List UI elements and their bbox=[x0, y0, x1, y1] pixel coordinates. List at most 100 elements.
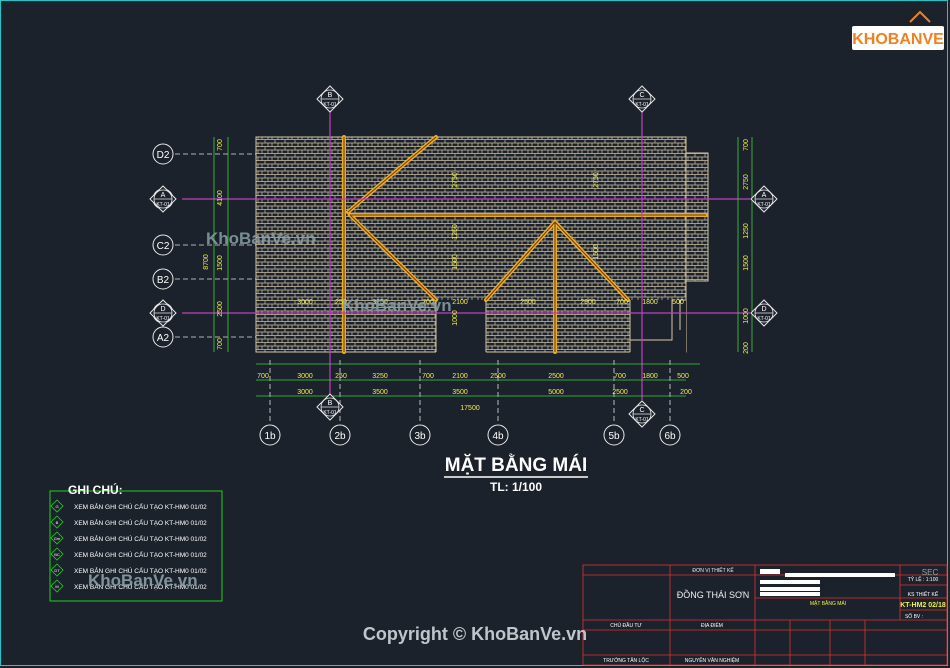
logo-text: KHOBANVE bbox=[852, 31, 944, 48]
svg-text:KT-01: KT-01 bbox=[323, 102, 337, 108]
dim-inner-9: 700 bbox=[422, 299, 434, 306]
dim-bottom-1-4: 700 bbox=[422, 373, 434, 380]
dim-bottom-2-2: 3500 bbox=[452, 389, 468, 396]
note-item: B XEM BẢN GHI CHÚ CẤU TẠO KT-HM0 01/02 bbox=[50, 515, 207, 529]
dim-inner-10: 2100 bbox=[452, 299, 468, 306]
svg-text:XEM BẢN GHI CHÚ CẤU TẠO KT-HM0: XEM BẢN GHI CHÚ CẤU TẠO KT-HM0 01/02 bbox=[74, 581, 207, 591]
tb-scale: TỶ LỆ : 1:100 bbox=[908, 575, 939, 583]
note-item: DT XEM BẢN GHI CHÚ CẤU TẠO KT-HM0 01/02 bbox=[50, 563, 207, 577]
dim-bottom-2-3: 5000 bbox=[548, 389, 564, 396]
dim-right-4: 1000 bbox=[743, 308, 750, 324]
tb-person-label: NGUYỄN VĂN NGHIỆM bbox=[685, 656, 739, 664]
svg-text:2b: 2b bbox=[334, 431, 346, 442]
grid-axes bbox=[182, 110, 750, 400]
dim-right-3: 1500 bbox=[743, 255, 750, 271]
copyright-watermark: Copyright © KhoBanVe.vn bbox=[363, 624, 587, 644]
dim-bottom-1-9: 1800 bbox=[642, 373, 658, 380]
section-tag-c-bottom: C KT-01 bbox=[628, 400, 656, 428]
dim-bottom-1-10: 500 bbox=[677, 373, 689, 380]
dim-left-5: 700 bbox=[217, 338, 224, 350]
section-tag-a-left: AKT-01 bbox=[149, 185, 177, 213]
dim-left-4: 2500 bbox=[217, 301, 224, 317]
svg-text:KT-01: KT-01 bbox=[635, 417, 649, 423]
drawing-title: MẶT BẰNG MÁI bbox=[445, 454, 587, 476]
dim-bottom-1-7: 2500 bbox=[548, 373, 564, 380]
roof-outline bbox=[255, 136, 709, 354]
axis-col-3b: 3b bbox=[409, 424, 431, 446]
dim-inner-3: 1500 bbox=[593, 244, 600, 260]
notes-box: GHI CHÚ: G XEM BẢN GHI CHÚ CẤU TẠO KT-HM0… bbox=[49, 482, 223, 602]
tb-logo-small: SEC bbox=[922, 568, 939, 577]
svg-text:D: D bbox=[761, 306, 766, 313]
dim-inner-5: 1000 bbox=[452, 310, 459, 326]
dim-bottom-1-6: 2500 bbox=[490, 373, 506, 380]
axis-col-6b: 6b bbox=[659, 424, 681, 446]
dim-right-1: 2750 bbox=[743, 174, 750, 190]
svg-text:3b: 3b bbox=[414, 431, 426, 442]
tb-ks: KS THIẾT KẾ bbox=[908, 591, 939, 598]
svg-text:XEM BẢN GHI CHÚ CẤU TẠO KT-HM0: XEM BẢN GHI CHÚ CẤU TẠO KT-HM0 01/02 bbox=[74, 533, 207, 543]
dim-left-1: 4100 bbox=[217, 190, 224, 206]
notes-title: GHI CHÚ: bbox=[68, 482, 123, 497]
svg-text:C: C bbox=[639, 92, 644, 99]
tb-designer-name: ĐỒNG THÁI SƠN bbox=[677, 589, 750, 600]
svg-text:C2: C2 bbox=[157, 241, 170, 252]
svg-text:B: B bbox=[56, 520, 59, 525]
drawing-scale: TL: 1/100 bbox=[490, 480, 542, 494]
svg-text:B: B bbox=[328, 400, 333, 407]
svg-text:XEM BẢN GHI CHÚ CẤU TẠO KT-HM0: XEM BẢN GHI CHÚ CẤU TẠO KT-HM0 01/02 bbox=[74, 501, 207, 511]
svg-text:XEM BẢN GHI CHÚ CẤU TẠO KT-HM0: XEM BẢN GHI CHÚ CẤU TẠO KT-HM0 01/02 bbox=[74, 549, 207, 559]
dim-left-2: 8700 bbox=[203, 254, 210, 270]
dim-inner-1: 2750 bbox=[593, 172, 600, 188]
svg-text:C: C bbox=[639, 407, 644, 414]
svg-text:M: M bbox=[55, 584, 58, 589]
dim-total: 17500 bbox=[460, 405, 480, 412]
dim-left-0: 700 bbox=[217, 139, 224, 151]
watermark-center: KhoBanVe.vn bbox=[342, 296, 452, 315]
tb-so: SỐ BV : bbox=[905, 613, 923, 620]
svg-text:G: G bbox=[55, 504, 58, 509]
dim-right-2: 1250 bbox=[743, 223, 750, 239]
note-item: G XEM BẢN GHI CHÚ CẤU TẠO KT-HM0 01/02 bbox=[50, 499, 207, 513]
dim-inner-4: 1500 bbox=[452, 254, 459, 270]
svg-text:6b: 6b bbox=[664, 431, 676, 442]
section-tag-c-top: C KT-01 bbox=[628, 85, 656, 113]
section-tag-d-right: D KT-01 bbox=[750, 299, 778, 327]
svg-text:KT-01: KT-01 bbox=[156, 202, 170, 208]
tb-owner-label: CHỦ ĐẦU TƯ bbox=[610, 622, 642, 629]
tb-location-label: ĐỊA ĐIỂM bbox=[701, 622, 723, 629]
dim-inner-12: 2900 bbox=[580, 299, 596, 306]
svg-text:B: B bbox=[328, 92, 333, 99]
svg-text:XEM BẢN GHI CHÚ CẤU TẠO KT-HM0: XEM BẢN GHI CHÚ CẤU TẠO KT-HM0 01/02 bbox=[74, 565, 207, 575]
svg-text:5b: 5b bbox=[608, 431, 620, 442]
axis-col-1b: 1b bbox=[259, 424, 281, 446]
tb-drawing-no: KT-HM2 02/18 bbox=[900, 602, 946, 609]
svg-text:KT-01: KT-01 bbox=[635, 102, 649, 108]
dim-inner-2: 1250 bbox=[452, 224, 459, 240]
dim-bottom-1-3: 3250 bbox=[372, 373, 388, 380]
svg-text:KT-01: KT-01 bbox=[757, 202, 771, 208]
dim-inner-11: 2500 bbox=[520, 299, 536, 306]
dim-inner-8: 3250 bbox=[372, 299, 388, 306]
svg-text:KT-01: KT-01 bbox=[757, 316, 771, 322]
dim-bottom-2-5: 200 bbox=[680, 389, 692, 396]
dim-inner-14: 1800 bbox=[642, 299, 658, 306]
dim-bottom-1-8: 700 bbox=[614, 373, 626, 380]
dim-right-5: 200 bbox=[743, 342, 750, 354]
dim-right-0: 700 bbox=[743, 139, 750, 151]
axis-col-4b: 4b bbox=[487, 424, 509, 446]
svg-text:DT: DT bbox=[54, 568, 60, 573]
dim-inner-6: 3000 bbox=[297, 299, 313, 306]
dim-bottom-1-1: 3000 bbox=[297, 373, 313, 380]
svg-text:1b: 1b bbox=[264, 431, 276, 442]
dim-inner-13: 700 bbox=[616, 299, 628, 306]
svg-text:A: A bbox=[762, 192, 767, 199]
dim-bottom-1-0: 700 bbox=[257, 373, 269, 380]
axis-row-D2: D2 bbox=[152, 143, 174, 165]
svg-text:XEM BẢN GHI CHÚ CẤU TẠO KT-HM0: XEM BẢN GHI CHÚ CẤU TẠO KT-HM0 01/02 bbox=[74, 517, 207, 527]
axis-row-B2: B2 bbox=[152, 268, 174, 290]
dim-bottom-2-4: 2500 bbox=[612, 389, 628, 396]
tb-designer-label: ĐƠN VỊ THIẾT KẾ bbox=[692, 567, 734, 574]
svg-text:KT-01: KT-01 bbox=[323, 410, 337, 416]
